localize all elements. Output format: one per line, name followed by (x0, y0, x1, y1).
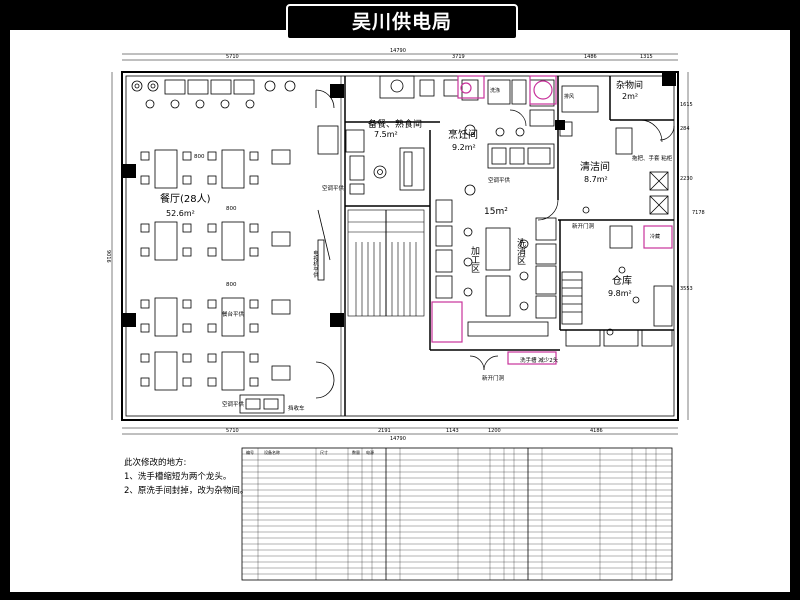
label-serving-supply: 餐台平供 (222, 310, 245, 318)
room-cleaning-name: 清洁间 (580, 160, 610, 173)
dim-top-0: 5710 (226, 54, 239, 60)
dim-top-2: 3719 (452, 54, 465, 60)
label-vent: 排风 (564, 93, 574, 100)
dimension-lines (111, 53, 689, 435)
dining-top-equipment (131, 79, 296, 109)
label-sink-top: 洗涤 (490, 87, 500, 94)
equipment-legend-table: 编号 设备名称 尺寸 数量 电源 (241, 447, 673, 581)
room-cooking-name: 烹饪间 (448, 128, 478, 141)
dim-right-2: 2230 (680, 176, 693, 182)
page-title: 吴川供电局 (286, 4, 518, 40)
dim-right-3: 7178 (692, 210, 705, 216)
room-center-area: 15m² (484, 207, 508, 217)
label-ac-supply: 空调平供 (322, 184, 345, 192)
room-sundries-area: 2m² (622, 92, 638, 101)
legend-header-name: 设备名称 (264, 449, 280, 455)
dim-bottom-4: 4186 (590, 428, 603, 434)
dim-bottom-0: 5710 (226, 428, 239, 434)
highlighted-items (431, 75, 673, 365)
label-dim-800b: 800 (226, 206, 237, 212)
label-ac-supply-2: 空调平供 (222, 400, 245, 408)
dim-right-0: 1615 (680, 102, 693, 108)
dim-top-3: 1486 (584, 54, 597, 60)
dining-doors (315, 89, 335, 399)
room-prep-name: 备餐、熟食间 (368, 118, 422, 130)
room-prep-area: 7.5m² (374, 130, 398, 139)
staircase (347, 209, 425, 317)
room-dining-name: 餐厅(28人) (160, 192, 211, 205)
label-new-door-1: 新开门洞 (482, 374, 505, 382)
label-sink-extend: 洗手槽 减少2头 (520, 356, 559, 364)
dim-bottom-2: 1143 (446, 428, 459, 434)
revision-notes: 此次修改的地方: 1、洗手槽缩短为两个龙头。 2、原洗手间封掉，改为杂物间。 (124, 456, 254, 498)
room-process-name: 加工区 (469, 246, 480, 273)
label-dim-800c: 800 (226, 282, 237, 288)
label-fridge: 冷藏 (650, 233, 660, 240)
label-mop: 拖把、手套 粘柜 (632, 154, 673, 162)
dim-bottom-total: 14790 (390, 436, 406, 442)
dim-right-1: 284 (680, 126, 690, 132)
legend-header-power: 电源 (366, 449, 374, 455)
room-cleaning-area: 8.7m² (584, 175, 608, 184)
label-new-door-2: 新开门洞 (572, 222, 595, 230)
interior-walls (340, 76, 674, 416)
dim-right-4: 3553 (680, 286, 693, 292)
dim-left: 9016 (105, 250, 111, 263)
cleaning-storage-equipment (559, 85, 673, 347)
label-serving-cart: 挡收车 (288, 404, 305, 412)
dining-tables (140, 149, 291, 414)
room-sundries-name: 杂物间 (616, 79, 643, 91)
room-storage-name: 仓库 (612, 274, 632, 287)
label-tv-supply: 电视机平供 (312, 249, 319, 279)
legend-header-size: 尺寸 (320, 449, 328, 455)
room-storage-area: 9.8m² (608, 289, 632, 298)
notes-heading: 此次修改的地方: (124, 458, 187, 468)
kitchen-doors (469, 109, 675, 371)
legend-header-qty: 数量 (352, 449, 360, 455)
notes-item-1: 1、洗手槽缩短为两个龙头。 (124, 472, 232, 482)
notes-item-2: 2、原洗手间封掉，改为杂物间。 (124, 486, 249, 496)
room-cooking-area: 9.2m² (452, 143, 476, 152)
room-dining-area: 52.6m² (166, 209, 195, 218)
legend-header-no: 编号 (246, 449, 254, 455)
dim-top-4: 1315 (640, 54, 653, 60)
dim-bottom-3: 1200 (488, 428, 501, 434)
label-dim-800a: 800 (194, 154, 205, 160)
dim-bottom-1: 2191 (378, 428, 391, 434)
dim-top-1: 14790 (390, 48, 406, 54)
label-ac-flat: 空调平供 (488, 176, 511, 184)
room-wash-name: 洗消区 (515, 237, 526, 265)
